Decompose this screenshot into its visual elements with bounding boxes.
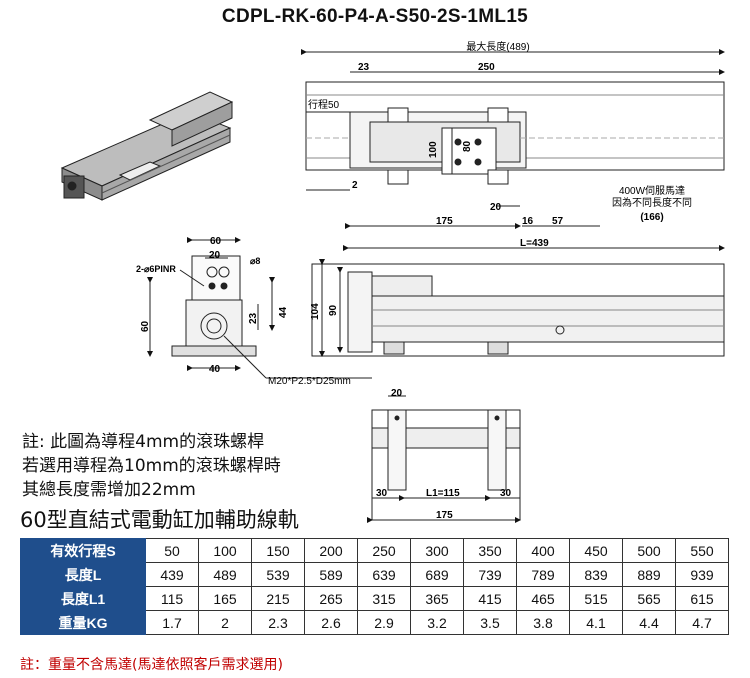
product-subtitle: 60型直結式電動缸加輔助線軌 [20,508,299,532]
table-cell: 200 [304,538,358,563]
thread-label: M20*P2.5*D25mm [268,376,351,387]
table-cell: 465 [516,586,570,611]
end-dim-60: 60 [210,236,222,247]
row-header: 長度L1 [20,586,146,611]
rail-view [367,395,521,523]
end-dim-40: 40 [209,364,221,375]
table-cell: 4.4 [622,610,676,635]
end-dim-60-side: 60 [140,320,151,332]
table-cell: 450 [569,538,623,563]
table-cell: 589 [304,562,358,587]
rail-dim-20: 20 [391,388,403,399]
table-cell: 2.9 [357,610,411,635]
technical-drawing: 最大長度(489) 23 250 行程50 100 80 2 20 175 16… [60,40,725,523]
table-cell: 565 [622,586,676,611]
table-cell: 400 [516,538,570,563]
dim-16: 16 [522,216,534,227]
table-cell: 615 [675,586,729,611]
table-cell: 639 [357,562,411,587]
footnote: 註：重量不含馬達(馬達依照客戶需求選用) [20,657,283,673]
note-line-2: 若選用導程為10mm的滾珠螺桿時 [22,456,281,476]
table-cell: 415 [463,586,517,611]
table-cell: 489 [198,562,252,587]
table-cell: 115 [145,586,199,611]
end-view [147,237,372,379]
dim-250: 250 [478,62,495,73]
table-cell: 265 [304,586,358,611]
side-view [311,245,725,357]
table-cell: 739 [463,562,517,587]
table-cell: 2.6 [304,610,358,635]
table-cell: 539 [251,562,305,587]
phi8-label: ⌀8 [250,256,260,266]
table-cell: 889 [622,562,676,587]
motor-note-2: 因為不同長度不同 [612,196,692,209]
table-cell: 100 [198,538,252,563]
dim-80: 80 [462,140,473,152]
pin-label: 2-⌀6PINR [136,264,176,274]
table-cell: 315 [357,586,411,611]
dim-175: 175 [436,216,453,227]
table-cell: 500 [622,538,676,563]
note-line-3: 其總長度需增加22mm [22,480,196,500]
table-cell: 839 [569,562,623,587]
table-cell: 215 [251,586,305,611]
rail-dim-175: 175 [436,510,453,521]
top-view [301,49,725,229]
table-cell: 50 [145,538,199,563]
max-length-label: 最大長度(489) [466,40,529,53]
table-cell: 250 [357,538,411,563]
end-dim-44: 44 [278,306,289,318]
table-cell: 789 [516,562,570,587]
table-cell: 3.8 [516,610,570,635]
dim-23: 23 [358,62,370,73]
row-header: 長度L [20,562,146,587]
table-cell: 4.7 [675,610,729,635]
table-cell: 3.5 [463,610,517,635]
side-length: L=439 [520,238,549,249]
dim-20: 20 [490,202,502,213]
end-dim-23: 23 [248,312,259,324]
table-cell: 1.7 [145,610,199,635]
side-dim-90: 90 [328,304,339,316]
table-cell: 300 [410,538,464,563]
side-dim-104: 104 [310,303,321,320]
stroke-label: 行程50 [308,98,340,111]
table-cell: 165 [198,586,252,611]
note-line-1: 註: 此圖為導程4mm的滾珠螺桿 [22,432,265,452]
rail-dim-30-right: 30 [500,488,512,499]
motor-note-1: 400W伺服馬達 [619,184,685,197]
motor-note-3: (166) [640,212,663,223]
end-dim-20: 20 [209,250,221,261]
table-cell: 365 [410,586,464,611]
drawing-title: CDPL-RK-60-P4-A-S50-2S-1ML15 [221,6,529,27]
table-cell: 350 [463,538,517,563]
table-cell: 4.1 [569,610,623,635]
rail-dim-30-left: 30 [376,488,388,499]
table-cell: 939 [675,562,729,587]
table-cell: 2 [198,610,252,635]
table-cell: 515 [569,586,623,611]
dim-100: 100 [428,141,439,158]
table-cell: 150 [251,538,305,563]
row-header: 重量KG [20,610,146,635]
dim-2: 2 [352,180,358,191]
rail-l1: L1=115 [426,488,460,499]
row-header: 有效行程S [20,538,146,563]
table-cell: 550 [675,538,729,563]
isometric-view [60,91,234,201]
table-cell: 689 [410,562,464,587]
dim-57: 57 [552,216,564,227]
table-cell: 439 [145,562,199,587]
table-cell: 2.3 [251,610,305,635]
table-cell: 3.2 [410,610,464,635]
